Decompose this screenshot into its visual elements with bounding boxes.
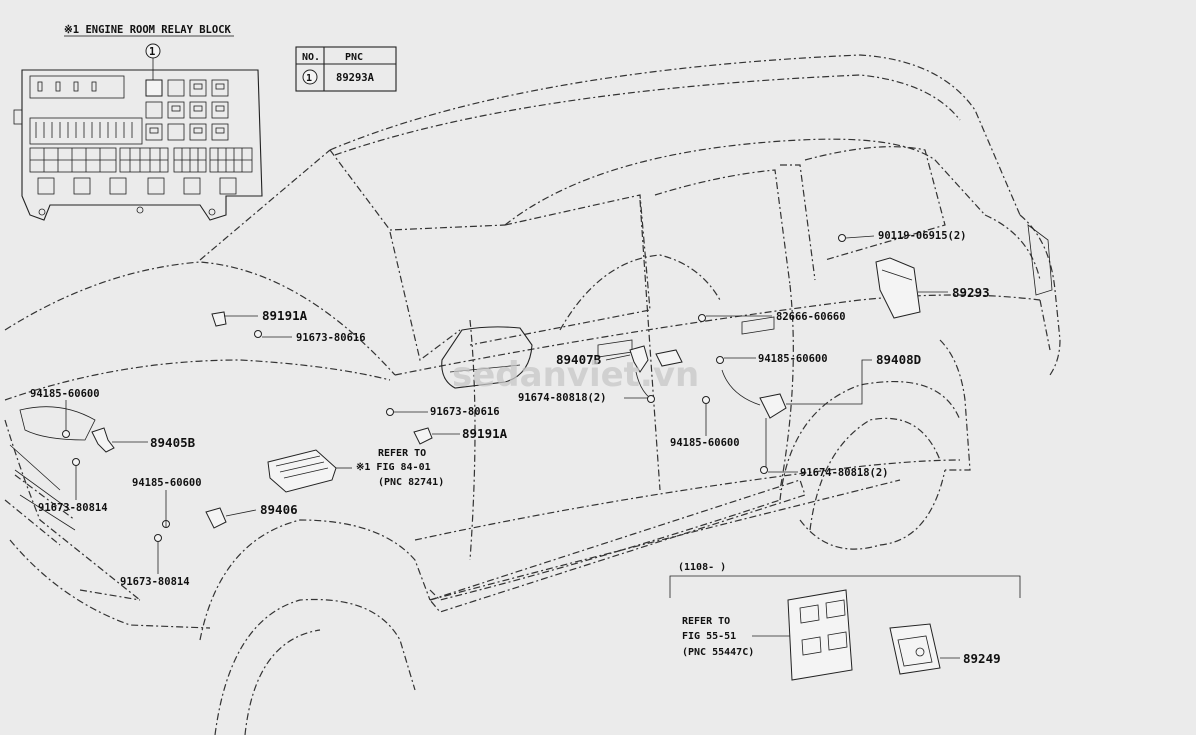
note-pnc-82741: (PNC 82741) xyxy=(378,477,444,488)
label-89406: 89406 xyxy=(260,502,298,517)
note-fig-84-01: ※1 FIG 84-01 xyxy=(356,462,431,473)
part-89408d xyxy=(759,393,787,419)
label-94185-60600-mid: 94185-60600 xyxy=(132,477,202,489)
pnc-table-row-no: 1 xyxy=(306,73,312,84)
part-89406 xyxy=(205,507,227,529)
label-91673-80616-upper: 91673-80616 xyxy=(296,332,366,344)
label-89191a-lower: 89191A xyxy=(462,426,508,441)
label-date-range: (1108- ) xyxy=(678,562,726,573)
part-control-unit-fig84 xyxy=(267,449,337,493)
part-89191a-lower xyxy=(413,427,433,445)
part-sketches xyxy=(62,234,1021,681)
note-refer-to-fig55: REFER TO xyxy=(682,616,730,627)
part-labels: 89191A 91673-80616 94185-60600 89405B 94… xyxy=(30,230,1001,666)
pnc-table-header-pnc: PNC xyxy=(345,52,363,63)
label-94185-60600-right: 94185-60600 xyxy=(758,353,828,365)
label-91673-80616-lower: 91673-80616 xyxy=(430,406,500,418)
pnc-table-header-no: NO. xyxy=(302,52,320,63)
label-90119-06915: 90119-06915(2) xyxy=(878,230,967,242)
watermark: sedanviet.vn xyxy=(452,355,699,395)
label-89407b: 89407B xyxy=(556,352,602,367)
part-89191a-upper xyxy=(211,311,227,327)
relay-block-body xyxy=(21,69,263,221)
part-89405b xyxy=(91,427,115,453)
label-89293: 89293 xyxy=(952,285,990,300)
pnc-table-row-pnc: 89293A xyxy=(336,72,375,84)
label-89405b: 89405B xyxy=(150,435,196,450)
leader-lines xyxy=(65,235,960,659)
label-89408d: 89408D xyxy=(876,352,921,367)
label-91673-80814-left: 91673-80814 xyxy=(38,502,108,514)
engine-room-relay-block-inset: ※1 ENGINE ROOM RELAY BLOCK 1 xyxy=(13,24,263,221)
label-94185-60600-left: 94185-60600 xyxy=(30,388,100,400)
part-89293 xyxy=(875,257,921,319)
pnc-table: NO. PNC 1 89293A xyxy=(295,46,397,92)
label-94185-60600-lower: 94185-60600 xyxy=(670,437,740,449)
part-switch-panel xyxy=(787,589,853,681)
label-89191a-upper: 89191A xyxy=(262,308,308,323)
part-89407b xyxy=(629,345,649,373)
vehicle-outline xyxy=(4,54,1061,735)
relay-fuse-strip xyxy=(29,75,125,99)
relay-callout-number: 1 xyxy=(149,46,155,58)
part-89249 xyxy=(889,623,941,675)
note-pnc-55447c: (PNC 55447C) xyxy=(682,647,754,658)
label-82666-60660: 82666-60660 xyxy=(776,311,846,323)
relay-89293a xyxy=(145,79,163,97)
label-91674-80818-left: 91674-80818(2) xyxy=(518,392,607,404)
label-89249: 89249 xyxy=(963,651,1001,666)
note-refer-to: REFER TO xyxy=(378,448,426,459)
relay-fuse-row xyxy=(29,117,143,145)
note-fig-55-51: FIG 55-51 xyxy=(682,631,736,642)
label-91674-80818-right: 91674-80818(2) xyxy=(800,467,889,479)
relay-block-title: ※1 ENGINE ROOM RELAY BLOCK xyxy=(64,24,232,36)
label-91673-80814-bottom: 91673-80814 xyxy=(120,576,190,588)
